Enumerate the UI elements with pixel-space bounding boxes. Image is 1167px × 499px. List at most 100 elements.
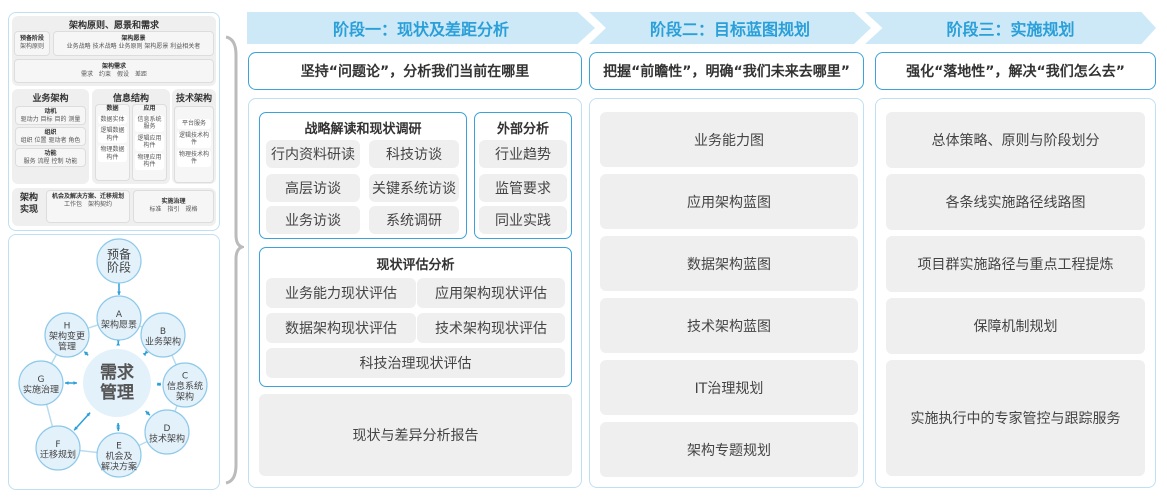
assessment-item: 应用架构现状评估 bbox=[417, 278, 565, 308]
phase-g-node bbox=[18, 360, 64, 406]
requirements-link-arrow bbox=[73, 412, 91, 431]
phase-h-node bbox=[44, 312, 90, 358]
prep-box: 预备阶段架构原则 bbox=[14, 31, 50, 56]
governance-items: 标准 指引 规格 bbox=[149, 205, 198, 213]
requirements-link-arrow-head bbox=[144, 350, 149, 355]
phase-b-node-label: B bbox=[160, 327, 166, 337]
data-item: 物理数据构件 bbox=[98, 145, 127, 162]
adm-cycle-diagram: 预备阶段A架构愿景B业务架构C信息系统架构D技术架构E机会及解决方案F迁移规划G… bbox=[18, 238, 208, 478]
research-title: 战略解读和现状调研 bbox=[304, 122, 422, 137]
phase-f-node-label: F bbox=[55, 440, 60, 450]
application-title: 应用 bbox=[143, 105, 156, 112]
technology-item: 逻辑技术构件 bbox=[177, 130, 211, 148]
data-item: 数据实体 bbox=[98, 114, 127, 124]
vision-items: 业务战略 技术战略 业务原则 架构愿景 利益相关者 bbox=[66, 42, 201, 50]
stage-2-title: 阶段二：目标蓝图规划 bbox=[649, 20, 810, 39]
opportunities-box: 机会及解决方案、迁移规划工作包 架构契约 bbox=[46, 190, 130, 223]
organization-title: 组织 bbox=[44, 129, 57, 136]
external-item: 行业趋势 bbox=[479, 140, 567, 168]
center-label: 需求 bbox=[100, 362, 134, 383]
technology-item: 物理技术构件 bbox=[177, 149, 211, 167]
function-box: 功能服务 流程 控制 功能 bbox=[15, 148, 86, 167]
phase-g-node-label: G bbox=[38, 375, 45, 385]
realization-title: 架构实现 bbox=[19, 193, 38, 215]
phase-c-node-label: 信息系统 bbox=[167, 380, 203, 392]
center-circle bbox=[83, 349, 151, 417]
requirements-link-arrow-head bbox=[65, 381, 69, 385]
requirements-link-arrow-head bbox=[73, 381, 77, 385]
stage-3-title: 阶段三：实施规划 bbox=[946, 20, 1075, 39]
bracket bbox=[225, 35, 244, 485]
prep-phase-node bbox=[96, 238, 142, 284]
research-item: 科技访谈 bbox=[369, 140, 459, 168]
organization-box: 组织组织 位置 驱动者 角色 bbox=[15, 127, 86, 146]
phase-c-node-label: 架构 bbox=[176, 391, 194, 403]
function-title: 功能 bbox=[44, 150, 57, 157]
technology-item: 平台服务 bbox=[177, 119, 211, 129]
implementation-item: 各条线实施路径线路图 bbox=[886, 174, 1145, 230]
data-title: 数据 bbox=[106, 105, 119, 112]
requirements-link-arrow-head bbox=[86, 412, 91, 417]
phase-d-node bbox=[144, 409, 190, 455]
blueprint-item: 业务能力图 bbox=[600, 112, 858, 167]
external-title: 外部分析 bbox=[496, 122, 549, 137]
implementation-item: 总体策略、原则与阶段划分 bbox=[886, 112, 1145, 168]
blueprint-item: 数据架构蓝图 bbox=[600, 236, 858, 291]
stage-2-slogan: 把握“前瞻性”，明确“我们未来去哪里” bbox=[589, 52, 864, 90]
research-item: 行内资料研读 bbox=[266, 140, 360, 168]
stage-2-header: 阶段二：目标蓝图规划 bbox=[589, 12, 871, 44]
phase-d-node-label: 技术架构 bbox=[149, 432, 185, 444]
business-architecture-section: 业务架构 动机驱动力 目标 目的 测量 组织组织 位置 驱动者 角色 功能服务 … bbox=[12, 89, 89, 184]
requirements-link-arrow-head bbox=[116, 427, 121, 432]
implementation-item: 保障机制规划 bbox=[886, 298, 1145, 354]
stage-1-title: 阶段一：现状及差距分析 bbox=[332, 20, 509, 39]
opportunities-items: 工作包 架构契约 bbox=[63, 200, 112, 208]
phase-f-node-label: 迁移规划 bbox=[40, 448, 76, 460]
phase-c-node bbox=[162, 362, 208, 408]
blueprint-item: IT治理规划 bbox=[600, 360, 858, 415]
research-item: 业务访谈 bbox=[266, 206, 360, 234]
governance-box: 实施治理标准 指引 规格 bbox=[133, 190, 214, 223]
phase-e-node-label: 机会及 bbox=[105, 450, 132, 462]
research-item: 关键系统访谈 bbox=[369, 174, 459, 202]
gap-analysis-report: 现状与差异分析报告 bbox=[259, 394, 572, 476]
assessment-title: 现状评估分析 bbox=[376, 258, 455, 273]
assessment-item: 业务能力现状评估 bbox=[266, 278, 416, 308]
phase-a-node bbox=[96, 295, 142, 341]
requirements-link-arrow-head bbox=[116, 422, 121, 427]
data-column: 数据 数据实体逻辑数据构件物理数据构件 bbox=[95, 104, 130, 181]
motivation-items: 驱动力 目标 目的 测量 bbox=[20, 115, 81, 123]
function-items: 服务 流程 控制 功能 bbox=[23, 157, 78, 165]
prep-phase-node-label: 阶段 bbox=[107, 260, 131, 275]
phase-g-node-label: 实施治理 bbox=[23, 383, 59, 395]
external-item: 同业实践 bbox=[479, 206, 567, 234]
prep-title: 预备阶段 bbox=[19, 35, 44, 42]
stage-3-slogan: 强化“落地性”，解决“我们怎么去” bbox=[875, 52, 1156, 90]
requirements-title: 架构需求 bbox=[101, 63, 126, 70]
blueprint-item: 架构专题规划 bbox=[600, 422, 858, 477]
vision-box: 架构愿景业务战略 技术战略 业务原则 架构愿景 利益相关者 bbox=[53, 31, 214, 56]
organization-items: 组织 位置 驱动者 角色 bbox=[20, 136, 81, 144]
requirements-link-arrow-head bbox=[145, 410, 150, 415]
phase-h-node-label: 管理 bbox=[58, 341, 76, 353]
assessment-item: 科技治理现状评估 bbox=[266, 348, 565, 378]
prep-items: 架构原则 bbox=[19, 42, 44, 50]
information-structure-section: 信息结构 数据 数据实体逻辑数据构件物理数据构件 应用 信息系统服务逻辑应用构件… bbox=[92, 89, 170, 184]
technology-title: 技术架构 bbox=[175, 94, 212, 104]
assessment-item: 数据架构现状评估 bbox=[266, 313, 416, 343]
requirements-link-arrow-head bbox=[84, 351, 89, 356]
stage-1-slogan: 坚持“问题论”，分析我们当前在哪里 bbox=[248, 52, 582, 90]
architecture-realization-section: 架构实现 机会及解决方案、迁移规划工作包 架构契约 实施治理标准 指引 规格 bbox=[12, 188, 216, 226]
phase-h-node-label: 架构变更 bbox=[49, 330, 85, 342]
phase-a-node-label: A bbox=[116, 310, 123, 320]
phase-b-node bbox=[140, 312, 186, 358]
phase-f-node bbox=[35, 425, 81, 471]
phase-a-node-label: 架构愿景 bbox=[101, 318, 137, 330]
phase-b-node-label: 业务架构 bbox=[145, 335, 181, 347]
research-item: 系统调研 bbox=[369, 206, 459, 234]
requirements-link-arrow-head bbox=[74, 426, 78, 431]
phase-c-node-label: C bbox=[182, 372, 188, 382]
requirements-box: 架构需求需求 约束 假设 差距 bbox=[14, 59, 214, 83]
center-label: 管理 bbox=[100, 382, 134, 403]
phase-h-node-label: H bbox=[64, 322, 71, 332]
